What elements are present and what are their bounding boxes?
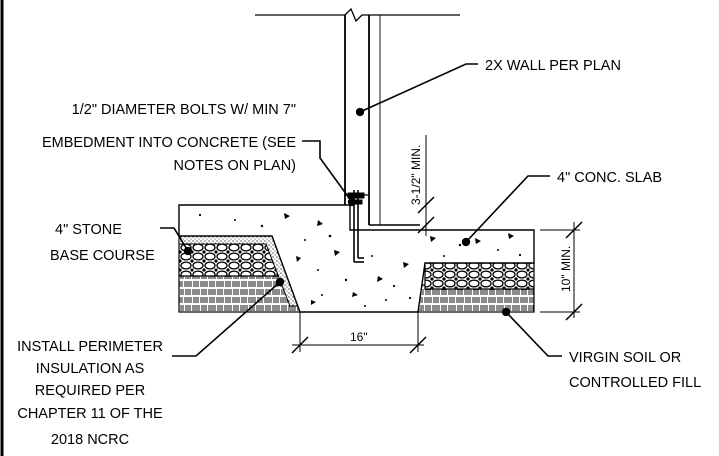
insulation-callout-line-1: INSTALL PERIMETER [17,339,163,355]
footing-depth-dim-label: 10" MIN. [559,246,573,292]
slab-leader [461,175,550,247]
insulation-callout-line-2: INSULATION AS [36,361,145,377]
wall-framing [255,7,460,226]
bolts-callout-line-3: NOTES ON PLAN) [174,158,296,174]
insulation-callout-line-5: 2018 NCRC [51,432,129,448]
insulation-callout-line-4: CHAPTER 11 OF THE [17,406,163,422]
sill-height-dim-label: 3-1/2" MIN. [409,145,423,205]
stone-callout-line-2: BASE COURSE [50,248,155,264]
stone-leader [160,227,193,256]
insulation-callout-line-3: REQUIRED PER [35,383,145,399]
soil-callout-line-2: CONTROLLED FILL [569,375,701,391]
footing-width-dimension [291,312,427,354]
footing-width-dim-label: 16" [350,330,368,344]
soil-leader [501,307,562,357]
wall-leader [355,63,478,117]
bolts-callout-line-1: 1/2" DIAMETER BOLTS W/ MIN 7" [72,102,296,118]
wall-callout: 2X WALL PER PLAN [485,58,621,74]
concrete-aggregate [198,213,522,307]
stone-base-course-right [424,262,535,290]
stone-callout-line-1: 4" STONE [55,222,122,238]
insulation-leader [172,277,285,357]
footing-depth-dimension [540,221,583,321]
soil-callout-line-1: VIRGIN SOIL OR [569,350,681,366]
concrete-footing [178,204,535,313]
sill-height-dimension [417,135,435,236]
bolts-callout-line-2: EMBEDMENT INTO CONCRETE (SEE [42,135,296,151]
bolts-leader [302,140,357,207]
leader-lines [160,63,562,357]
slab-callout: 4" CONC. SLAB [557,170,662,186]
